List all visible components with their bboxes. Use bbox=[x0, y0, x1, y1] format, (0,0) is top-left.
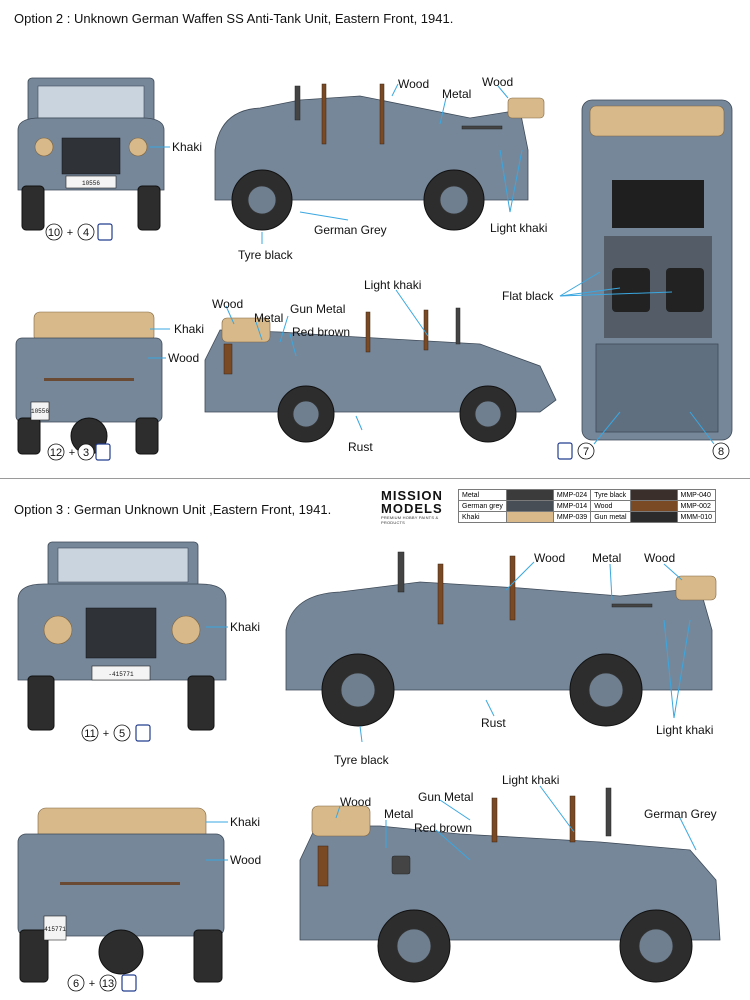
paint-legend-row: German grey MMP-014 Wood MMP-002 bbox=[458, 500, 717, 512]
label-wood: Wood bbox=[534, 551, 565, 565]
label-metal: Metal bbox=[254, 311, 283, 325]
opt3-side-view-left: Wood Metal Gun Metal Red brown Light kha… bbox=[299, 773, 721, 983]
label-tyre-black: Tyre black bbox=[334, 753, 390, 767]
paint-legend-table: Metal MMP-024 Tyre black MMP-040 German … bbox=[458, 489, 717, 523]
label-khaki: Khaki bbox=[230, 620, 260, 634]
decal-plus: + bbox=[67, 227, 73, 239]
label-wood: Wood bbox=[230, 853, 261, 867]
paint-swatch bbox=[629, 511, 678, 523]
decal-number: 5 bbox=[119, 728, 125, 740]
paint-legend-row: Metal MMP-024 Tyre black MMP-040 bbox=[458, 489, 717, 501]
label-light-khaki: Light khaki bbox=[656, 723, 713, 737]
paint-bottle-icon bbox=[95, 443, 111, 461]
paint-bottle-icon bbox=[121, 974, 137, 992]
label-wood: Wood bbox=[644, 551, 675, 565]
label-gun-metal: Gun Metal bbox=[418, 790, 473, 804]
paint-bottle-icon bbox=[97, 223, 113, 241]
label-wood: Wood bbox=[212, 297, 243, 311]
label-tyre-black: Tyre black bbox=[238, 248, 294, 262]
label-flat-black: Flat black bbox=[502, 289, 554, 303]
decal-number: 4 bbox=[83, 227, 89, 239]
opt2-front-view: 10556 Khaki 10 + 4 bbox=[17, 77, 202, 241]
label-red-brown: Red brown bbox=[414, 821, 472, 835]
label-light-khaki: Light khaki bbox=[502, 773, 559, 787]
decal-number: 3 bbox=[83, 447, 89, 459]
headlight-khaki bbox=[171, 615, 201, 645]
label-metal: Metal bbox=[592, 551, 621, 565]
label-rust: Rust bbox=[481, 716, 506, 730]
decal-number: 6 bbox=[73, 978, 79, 990]
label-wood: Wood bbox=[168, 351, 199, 365]
decal-number: 8 bbox=[718, 446, 724, 458]
brand-line1: MISSION bbox=[381, 488, 443, 503]
label-gun-metal: Gun Metal bbox=[290, 302, 345, 316]
opt3-rear-view: 415771 Khaki Wood 6 + 13 bbox=[17, 807, 261, 992]
paint-bottle-icon bbox=[557, 442, 573, 460]
label-metal: Metal bbox=[442, 87, 471, 101]
opt2-front-plate: 10556 bbox=[82, 180, 100, 187]
headlight-khaki bbox=[128, 137, 148, 157]
paint-legend-row: Khaki MMP-039 Gun metal MMM-010 bbox=[458, 511, 717, 523]
opt2-rear-plate: 10556 bbox=[31, 408, 49, 415]
decal-number: 7 bbox=[583, 446, 589, 458]
paint-name: Tyre black bbox=[590, 489, 631, 501]
decal-number: 13 bbox=[102, 978, 114, 990]
option2-title: Option 2 : Unknown German Waffen SS Anti… bbox=[14, 11, 454, 26]
opt3-side-view-right: Wood Metal Wood Rust Tyre black Light kh… bbox=[285, 551, 717, 767]
label-rust: Rust bbox=[348, 440, 373, 454]
label-german-grey: German Grey bbox=[644, 807, 717, 821]
opt2-rear-view: 10556 Khaki Wood 12 + 3 bbox=[15, 311, 204, 461]
brand-logo: MISSION MODELS PREMIUM HOBBY PAINTS & PR… bbox=[381, 489, 461, 525]
label-khaki: Khaki bbox=[174, 322, 204, 336]
decal-number: 11 bbox=[84, 728, 95, 740]
opt3-front-view: -415771 Khaki 11 + 5 bbox=[17, 541, 260, 742]
label-german-grey: German Grey bbox=[314, 223, 387, 237]
paint-code: MMP-039 bbox=[552, 511, 592, 523]
label-light-khaki: Light khaki bbox=[364, 278, 421, 292]
option3-title: Option 3 : German Unknown Unit ,Eastern … bbox=[14, 502, 332, 517]
section-divider bbox=[0, 478, 750, 479]
decal-plus: + bbox=[69, 447, 75, 459]
opt2-side-view-right: Wood Metal Wood German Grey Tyre black L… bbox=[214, 75, 547, 262]
label-wood: Wood bbox=[398, 77, 429, 91]
decal-number: 10 bbox=[48, 227, 60, 239]
paint-bottle-icon bbox=[135, 724, 151, 742]
brand-tagline: PREMIUM HOBBY PAINTS & PRODUCTS bbox=[381, 515, 439, 525]
paint-code: MMM-010 bbox=[676, 511, 717, 523]
paint-name: Gun metal bbox=[590, 511, 631, 523]
opt2-side-view-left: Wood Metal Gun Metal Red brown Light kha… bbox=[204, 278, 557, 454]
label-wood: Wood bbox=[340, 795, 371, 809]
label-khaki: Khaki bbox=[230, 815, 260, 829]
decal-plus: + bbox=[103, 728, 109, 740]
label-light-khaki: Light khaki bbox=[490, 221, 547, 235]
opt3-front-plate: -415771 bbox=[108, 671, 134, 678]
headlight-khaki bbox=[34, 137, 54, 157]
decal-plus: + bbox=[89, 978, 95, 990]
label-wood: Wood bbox=[482, 75, 513, 89]
label-khaki: Khaki bbox=[172, 140, 202, 154]
brand-line2: MODELS bbox=[381, 501, 443, 516]
label-metal: Metal bbox=[384, 807, 413, 821]
opt2-top-view: Flat black 7 8 bbox=[502, 99, 733, 460]
headlight-khaki bbox=[43, 615, 73, 645]
opt3-rear-plate: 415771 bbox=[44, 926, 66, 933]
decal-number: 12 bbox=[50, 447, 62, 459]
label-red-brown: Red brown bbox=[292, 325, 350, 339]
